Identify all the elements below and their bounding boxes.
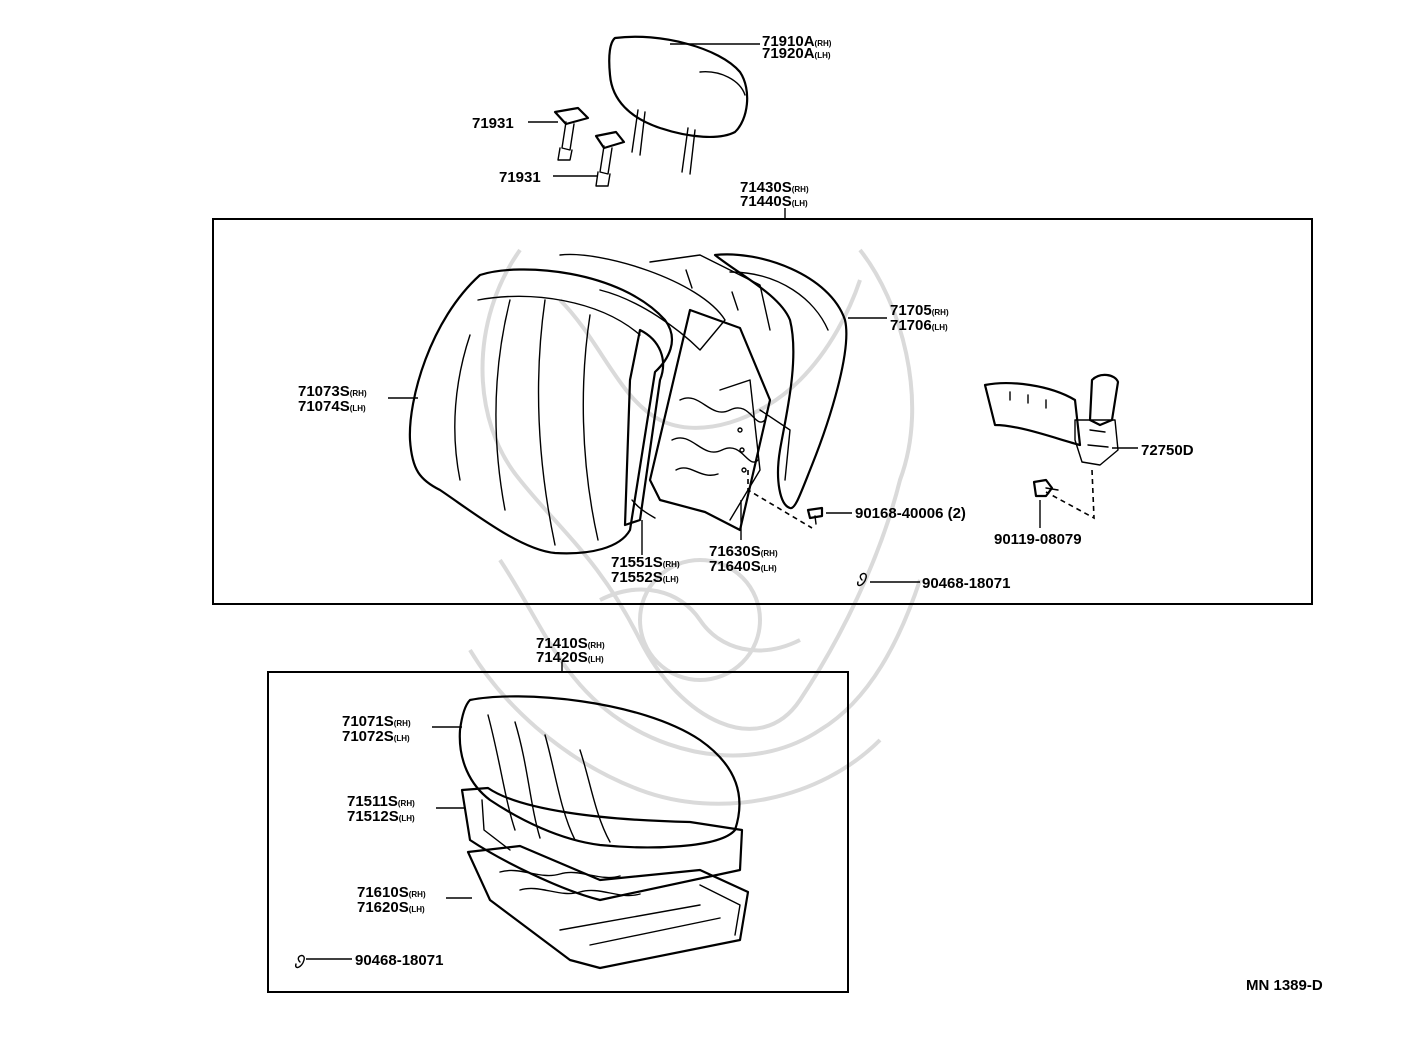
side-rh-suffix: (RH) <box>588 641 605 650</box>
cushion-cover-drawing <box>458 695 741 849</box>
headrest-support-lower-drawing <box>594 130 626 187</box>
seatback-group-frame <box>212 218 1313 605</box>
svg-text:71706(LH): 71706(LH) <box>890 317 948 334</box>
label-screw: 90168-40006 (2) <box>855 505 966 522</box>
back-pad-rh-code: 71551S <box>611 554 663 571</box>
label-cushion-pad: 71511S(RH) 71512S(LH) <box>347 793 415 825</box>
back-cover-rh-code: 71073S <box>298 383 350 400</box>
headrest-drawing <box>608 35 749 175</box>
side-lh-suffix: (LH) <box>399 814 415 823</box>
seatback-cover-drawing <box>408 253 726 555</box>
svg-text:71430S(RH): 71430S(RH) <box>740 179 809 196</box>
cushion-group-frame <box>267 671 849 993</box>
svg-text:71511S(RH): 71511S(RH) <box>347 793 415 810</box>
svg-text:71640S(LH): 71640S(LH) <box>709 558 777 575</box>
side-rh-suffix: (RH) <box>792 185 809 194</box>
hog-ring-symbol-back <box>856 572 867 587</box>
side-rh-suffix: (RH) <box>663 560 680 569</box>
svg-text:71620S(LH): 71620S(LH) <box>357 899 425 916</box>
side-lh-suffix: (LH) <box>350 404 366 413</box>
cushion-assy-rh-code: 71410S <box>536 635 588 652</box>
hog-ring-symbol-cushion <box>294 954 305 969</box>
svg-text:71910A(RH): 71910A(RH) <box>762 33 832 50</box>
label-seatback-cover: 71073S(RH) 71074S(LH) <box>298 383 367 415</box>
side-lh-suffix: (LH) <box>815 51 831 60</box>
headrest-rh-code: 71910A <box>762 33 815 50</box>
svg-text:71073S(RH): 71073S(RH) <box>298 383 367 400</box>
back-spring-rh-code: 71630S <box>709 543 761 560</box>
label-seatback-frame: 71705(RH) 71706(LH) <box>890 302 949 334</box>
back-assy-rh-code: 71430S <box>740 179 792 196</box>
side-rh-suffix: (RH) <box>409 890 426 899</box>
side-lh-suffix: (LH) <box>663 575 679 584</box>
recliner-drawing <box>983 373 1120 466</box>
headrest-lh-code: 71920A <box>762 45 815 62</box>
side-lh-suffix: (LH) <box>761 564 777 573</box>
side-lh-suffix: (LH) <box>932 323 948 332</box>
label-bolt: 90119-08079 <box>994 531 1082 548</box>
label-headrest: 71910A(RH) 71920A(LH) <box>762 33 832 62</box>
leader-lines <box>306 43 1138 960</box>
svg-text:71610S(RH): 71610S(RH) <box>357 884 426 901</box>
label-cushion-spring: 71610S(RH) 71620S(LH) <box>357 884 426 916</box>
back-spring-lh-code: 71640S <box>709 558 761 575</box>
headrest-support-upper-drawing <box>553 106 590 161</box>
back-frame-lh-code: 71706 <box>890 317 932 334</box>
side-rh-suffix: (RH) <box>761 549 778 558</box>
screw-drawing <box>806 506 824 525</box>
cushion-pad-lh-code: 71512S <box>347 808 399 825</box>
seatback-spring-drawing <box>648 308 772 532</box>
svg-text:71420S(LH): 71420S(LH) <box>536 649 604 666</box>
svg-text:71630S(RH): 71630S(RH) <box>709 543 778 560</box>
bolt-drawing <box>1032 478 1059 498</box>
cushion-spring-rh-code: 71610S <box>357 884 409 901</box>
label-cushion-cover: 71071S(RH) 71072S(LH) <box>342 713 411 745</box>
back-assy-lh-code: 71440S <box>740 193 792 210</box>
side-lh-suffix: (LH) <box>394 734 410 743</box>
svg-text:71705(RH): 71705(RH) <box>890 302 949 319</box>
watermark-logo <box>468 248 922 806</box>
svg-text:71074S(LH): 71074S(LH) <box>298 398 366 415</box>
side-rh-suffix: (RH) <box>350 389 367 398</box>
side-rh-suffix: (RH) <box>394 719 411 728</box>
svg-text:71512S(LH): 71512S(LH) <box>347 808 415 825</box>
cushion-pad-drawing <box>460 786 744 902</box>
catalog-code: MN 1389-D <box>1246 977 1323 994</box>
cushion-pad-rh-code: 71511S <box>347 793 398 810</box>
svg-text:71551S(RH): 71551S(RH) <box>611 554 680 571</box>
side-lh-suffix: (LH) <box>409 905 425 914</box>
cushion-assy-lh-code: 71420S <box>536 649 588 666</box>
seatback-frame-drawing <box>649 253 848 510</box>
side-lh-suffix: (LH) <box>792 199 808 208</box>
cushion-cover-rh-code: 71071S <box>342 713 394 730</box>
back-pad-lh-code: 71552S <box>611 569 663 586</box>
svg-text:71920A(LH): 71920A(LH) <box>762 45 831 62</box>
svg-text:71071S(RH): 71071S(RH) <box>342 713 411 730</box>
label-seatback-spring: 71630S(RH) 71640S(LH) <box>709 543 778 575</box>
label-seatback-pad: 71551S(RH) 71552S(LH) <box>611 554 680 586</box>
side-lh-suffix: (LH) <box>588 655 604 664</box>
seatback-pad-drawing <box>623 328 665 527</box>
label-headrest-support-lower: 71931 <box>499 169 541 186</box>
svg-text:71552S(LH): 71552S(LH) <box>611 569 679 586</box>
cushion-cover-lh-code: 71072S <box>342 728 394 745</box>
label-hog-ring-back: 90468-18071 <box>922 575 1010 592</box>
cushion-spring-lh-code: 71620S <box>357 899 409 916</box>
back-frame-rh-code: 71705 <box>890 302 932 319</box>
label-cushion-assy: 71410S(RH) 71420S(LH) <box>536 635 605 666</box>
label-recliner: 72750D <box>1141 442 1194 459</box>
label-headrest-support-upper: 71931 <box>472 115 514 132</box>
seatback-dashed-lines <box>747 469 1095 529</box>
label-hog-ring-cushion: 90468-18071 <box>355 952 443 969</box>
side-rh-suffix: (RH) <box>398 799 415 808</box>
side-rh-suffix: (RH) <box>815 39 832 48</box>
cushion-spring-drawing <box>466 844 750 970</box>
side-rh-suffix: (RH) <box>932 308 949 317</box>
svg-text:71440S(LH): 71440S(LH) <box>740 193 808 210</box>
svg-text:71410S(RH): 71410S(RH) <box>536 635 605 652</box>
svg-text:71072S(LH): 71072S(LH) <box>342 728 410 745</box>
back-cover-lh-code: 71074S <box>298 398 350 415</box>
label-seatback-assy: 71430S(RH) 71440S(LH) <box>740 179 809 210</box>
